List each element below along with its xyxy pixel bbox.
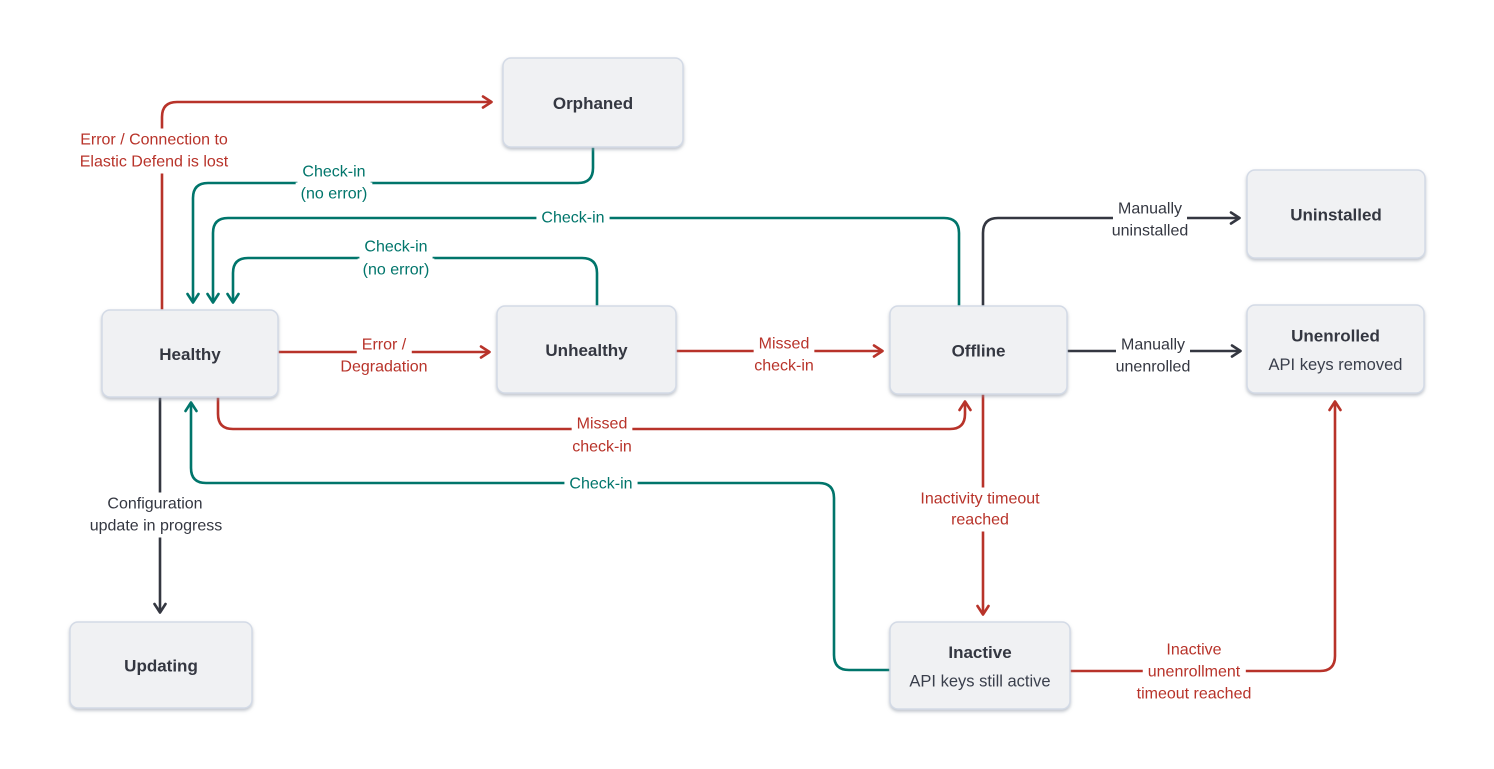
node-box-uninstalled [1246,169,1426,259]
state-node-orphaned: Orphaned [502,57,684,148]
node-box-offline [889,305,1068,395]
edge-inactive-healthy [184,401,890,672]
node-title-offline: Offline [952,342,1006,361]
edge-label-background [75,128,233,152]
edge-label-orphaned-healthy: (no error) [301,186,368,203]
edge-offline-uninstalled [981,211,1241,306]
edge-label-healthy-unhealthy: Error / [362,337,407,354]
node-box-unhealthy [496,305,677,394]
edge-label-offline-inactive: reached [951,512,1009,529]
edge-label-healthy-orphaned: Elastic Defend is lost [80,154,229,171]
node-box-updating [69,621,253,709]
edge-label-offline-healthy: Check-in [541,210,604,227]
edge-label-offline-inactive: Inactivity timeout [920,491,1040,508]
edge-label-background [84,514,228,538]
edge-label-inactive-unenrolled: unenrollment [1148,664,1241,681]
edge-label-healthy-offline: Missed [577,416,628,433]
edge-label-healthy-orphaned: Error / Connection to [80,132,228,149]
edge-label-background [571,412,633,436]
edge-healthy-orphaned [160,95,493,310]
edge-label-inactive-unenrolled: Inactive [1166,642,1221,659]
edge-label-orphaned-healthy: Check-in [302,164,365,181]
node-title-unenrolled: Unenrolled [1291,327,1380,346]
state-node-offline: Offline [889,305,1068,395]
node-sublabel-unenrolled: API keys removed [1269,356,1403,374]
edge-label-offline-uninstalled: uninstalled [1112,223,1189,240]
node-sublabel-inactive: API keys still active [909,673,1050,691]
edge-label-background [564,472,638,496]
node-title-healthy: Healthy [159,345,221,364]
edge-label-unhealthy-healthy: (no error) [363,262,430,279]
edge-label-background [536,206,610,230]
edge-label-healthy-unhealthy: Degradation [340,359,427,376]
edge-label-background [356,333,412,357]
node-title-uninstalled: Uninstalled [1290,206,1382,225]
edge-label-unhealthy-offline: Missed [759,336,810,353]
state-node-uninstalled: Uninstalled [1246,169,1426,259]
edge-label-background [102,492,208,516]
edge-label-background [753,332,815,356]
edge-label-background [1112,197,1188,221]
edge-label-offline-uninstalled: Manually [1118,201,1182,218]
edge-label-offline-unenrolled: Manually [1121,337,1185,354]
edge-label-background [357,258,435,282]
edge-label-background [1110,355,1196,379]
edge-label-healthy-updating: update in progress [90,518,223,535]
edge-label-background [295,182,373,206]
edge-label-healthy-updating: Configuration [107,496,202,513]
state-node-updating: Updating [69,621,253,709]
edge-offline-healthy [206,216,961,306]
node-box-orphaned [502,57,684,148]
state-node-healthy: Healthy [101,309,279,398]
node-box-unenrolled [1246,304,1425,394]
edge-label-background [1106,219,1194,243]
edge-label-healthy-offline: check-in [572,439,632,456]
edge-label-background [749,354,819,378]
edge-inactive-unenrolled [1070,400,1342,673]
node-title-inactive: Inactive [948,643,1011,662]
edge-label-offline-unenrolled: unenrolled [1116,359,1191,376]
node-box-inactive [889,621,1071,710]
node-title-orphaned: Orphaned [553,94,633,113]
edge-label-inactive-healthy: Check-in [569,476,632,493]
edge-label-background [335,355,433,379]
edge-label-inactive-unenrolled: timeout reached [1137,686,1252,703]
edge-orphaned-healthy [186,147,595,304]
edge-label-background [915,487,1046,511]
edge-label-background [359,235,433,259]
edge-label-background [1161,638,1227,662]
edge-label-background [1142,660,1246,684]
node-box-healthy [101,309,279,398]
edge-label-unhealthy-offline: check-in [754,358,814,375]
edge-label-background [946,508,1014,532]
state-node-unhealthy: Unhealthy [496,305,677,394]
edge-label-background [1115,333,1191,357]
edge-label-background [1131,682,1257,706]
node-title-updating: Updating [124,657,198,676]
edge-label-background [74,150,234,174]
edge-label-background [297,160,371,184]
node-title-unhealthy: Unhealthy [545,341,628,360]
edge-label-unhealthy-healthy: Check-in [364,239,427,256]
edge-label-background [567,435,637,459]
